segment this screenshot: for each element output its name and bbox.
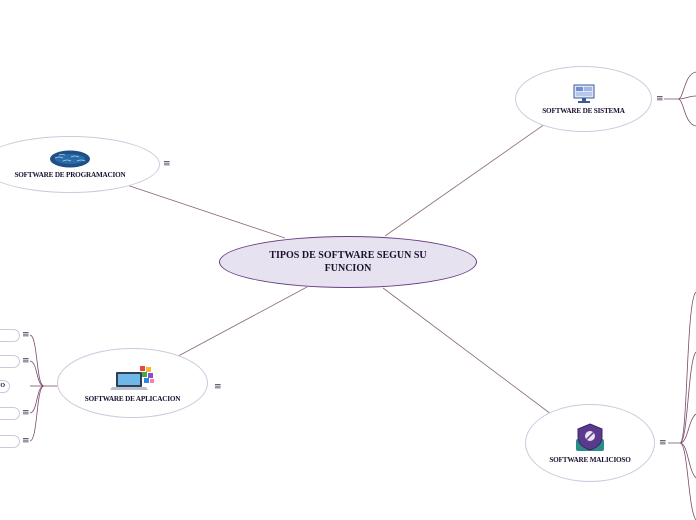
menu-icon[interactable]: ≡ <box>214 382 222 392</box>
menu-icon[interactable]: ≡ <box>656 94 664 104</box>
branch-aplicacion <box>29 334 58 387</box>
topic-label: SOFTWARE DE APLICACION <box>84 394 181 403</box>
topic-label: SOFTWARE DE PROGRAMACION <box>14 171 126 179</box>
aplicacion-child-3[interactable]: VO <box>0 380 10 393</box>
topic-sistema[interactable]: SOFTWARE DE SISTEMA <box>515 66 652 132</box>
aplicacion-child-1[interactable] <box>0 329 20 342</box>
aplicacion-child-2[interactable] <box>0 355 20 368</box>
computer-monitor-icon <box>573 84 594 103</box>
laptop-apps-icon <box>109 365 154 390</box>
connector-central-malicioso <box>382 287 552 415</box>
branch-malicioso <box>668 291 696 444</box>
topic-aplicacion[interactable]: SOFTWARE DE APLICACION <box>57 348 208 418</box>
shield-virus-icon <box>576 422 604 451</box>
aplicacion-child-5[interactable] <box>0 435 20 448</box>
menu-icon[interactable]: ≡ <box>659 438 667 448</box>
connector-central-aplicacion <box>168 286 308 362</box>
menu-icon[interactable]: ≡ <box>22 356 30 366</box>
connector-central-programacion <box>117 181 286 239</box>
fish-school-icon <box>50 150 90 168</box>
menu-icon[interactable]: ≡ <box>163 159 171 169</box>
branch-sistema <box>664 71 696 100</box>
menu-icon[interactable]: ≡ <box>22 436 30 446</box>
topic-label: SOFTWARE DE SISTEMA <box>542 106 625 115</box>
topic-programacion[interactable]: SOFTWARE DE PROGRAMACION <box>0 136 160 193</box>
connector-central-sistema <box>384 123 546 237</box>
central-topic-label: TIPOS DE SOFTWARE SEGUN SU FUNCION <box>269 250 427 274</box>
menu-icon[interactable]: ≡ <box>22 330 30 340</box>
aplicacion-child-4[interactable] <box>0 407 20 420</box>
central-topic[interactable]: TIPOS DE SOFTWARE SEGUN SU FUNCION <box>219 236 477 288</box>
topic-label: SOFTWARE MALICIOSO <box>549 455 631 464</box>
menu-icon[interactable]: ≡ <box>22 408 30 418</box>
topic-malicioso[interactable]: SOFTWARE MALICIOSO <box>525 404 655 482</box>
